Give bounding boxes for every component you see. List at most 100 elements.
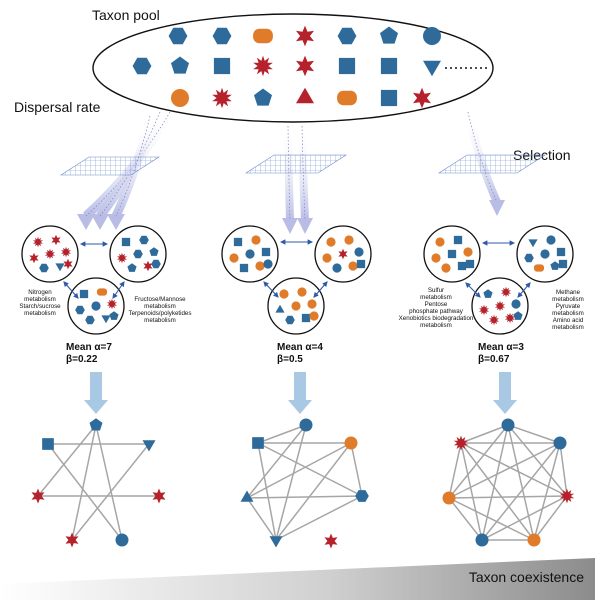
square-icon: [556, 247, 566, 257]
pill-icon: [253, 28, 273, 44]
network-node: [142, 440, 156, 452]
network-edge: [71, 443, 150, 541]
network-node: [559, 488, 575, 504]
star-icon: [338, 248, 348, 260]
circle-icon: [435, 237, 445, 247]
network-edge: [448, 442, 462, 499]
star-icon: [51, 234, 61, 246]
filter-grid-1: [59, 156, 161, 176]
pentagon-icon: [127, 263, 137, 272]
network-edge: [460, 424, 509, 444]
network-node: [442, 491, 456, 505]
link-3ac: [465, 282, 481, 298]
star-icon: [296, 55, 314, 77]
pentagon-icon: [550, 261, 560, 270]
network-1: [31, 418, 166, 548]
mean-alpha-3: Mean α=3: [478, 342, 524, 353]
circle-icon: [423, 27, 441, 45]
circle-icon: [540, 249, 550, 259]
hexagon-icon: [285, 315, 295, 325]
square-icon: [338, 57, 356, 75]
network-edge: [47, 443, 123, 541]
community-1a: [21, 225, 79, 283]
down-arrow-3: [493, 372, 517, 414]
flow-arrow-2b: [297, 125, 313, 234]
network-edge: [246, 497, 277, 541]
circle-icon: [255, 261, 265, 271]
hexagon-icon: [75, 305, 85, 315]
square-icon: [79, 289, 89, 299]
pentagon-icon: [254, 88, 272, 106]
network-node: [89, 418, 103, 431]
network-edge: [448, 495, 568, 499]
circle-icon: [441, 263, 451, 273]
coexistence-bar: Taxon coexistence: [0, 558, 595, 600]
beta-3: β=0.67: [478, 354, 510, 365]
burst-icon: [212, 87, 232, 109]
link-1bc: [112, 281, 125, 299]
star-icon: [296, 25, 314, 47]
network-edge: [507, 424, 535, 541]
pool-shapes: [132, 25, 441, 109]
circle-icon: [263, 259, 273, 269]
network-edge: [448, 442, 561, 499]
square-icon: [453, 235, 463, 245]
pentagon-icon: [149, 247, 159, 256]
network-edge: [460, 442, 483, 541]
network-node: [152, 488, 166, 504]
triangle-down-icon: [423, 60, 441, 77]
hexagon-icon: [212, 27, 232, 45]
community-2c: [267, 277, 325, 335]
hexagon-icon: [132, 57, 152, 75]
hexagon-icon: [524, 253, 534, 263]
circle-icon: [245, 249, 255, 259]
network-node: [324, 533, 338, 549]
square-icon: [239, 263, 249, 273]
network-node: [475, 533, 489, 547]
burst-icon: [479, 304, 489, 316]
network-edge: [257, 424, 307, 444]
circle-icon: [463, 247, 473, 257]
community-3c: [471, 277, 529, 335]
network-node: [65, 532, 79, 548]
burst-icon: [33, 236, 43, 248]
square-icon: [261, 247, 271, 257]
circle-icon: [229, 253, 239, 263]
circle-icon: [322, 253, 332, 263]
network-edge: [71, 424, 97, 541]
link-2ac: [263, 281, 279, 298]
pentagon-icon: [513, 311, 523, 320]
pentagon-icon: [171, 56, 189, 74]
square-icon: [447, 249, 457, 259]
community-3a: [423, 225, 481, 283]
circle-icon: [251, 235, 261, 245]
network-edge: [95, 424, 123, 541]
network-node: [553, 436, 567, 450]
network-edge: [460, 442, 568, 497]
network-edge: [448, 424, 509, 499]
down-arrow-2: [288, 372, 312, 414]
network-edge: [481, 442, 561, 541]
network-edge: [246, 424, 307, 499]
burst-icon: [45, 248, 55, 260]
network-edge: [37, 424, 97, 497]
network-edge: [507, 424, 561, 444]
taxon-pool: Taxon pool: [92, 7, 494, 123]
hexagon-icon: [337, 27, 357, 45]
diversity-labels: Mean α=7 β=0.22 Mean α=4 β=0.5 Mean α=3 …: [66, 342, 524, 365]
hexagon-icon: [151, 259, 161, 269]
burst-icon: [117, 252, 127, 264]
down-arrow-1: [84, 372, 108, 414]
circle-icon: [171, 89, 189, 107]
network-edge: [481, 424, 509, 541]
cooccurrence-networks: [31, 418, 575, 549]
burst-icon: [253, 55, 273, 77]
network-node: [501, 418, 515, 432]
network-edge: [448, 497, 535, 541]
